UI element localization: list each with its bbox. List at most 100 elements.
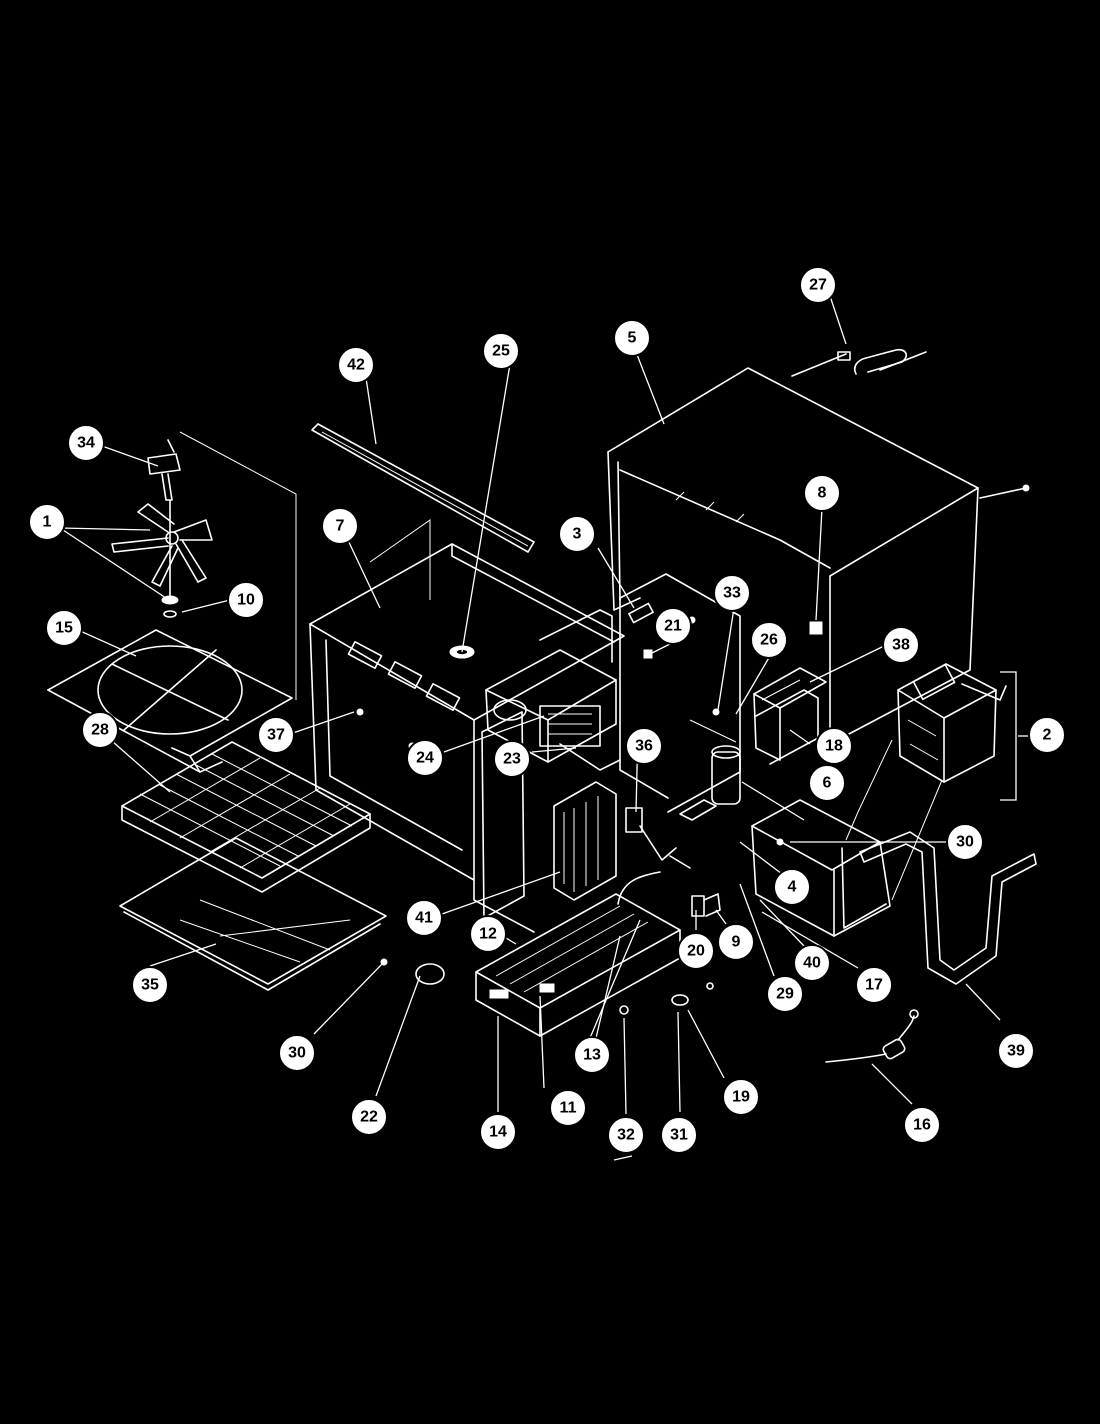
part-outer-cabinet: [607, 367, 1030, 745]
svg-text:1: 1: [43, 514, 52, 531]
svg-text:24: 24: [416, 750, 434, 767]
svg-text:18: 18: [825, 738, 843, 755]
svg-text:29: 29: [776, 986, 794, 1003]
callout-34: 34: [67, 424, 105, 462]
svg-text:25: 25: [492, 343, 510, 360]
callout-13: 13: [573, 1036, 611, 1074]
svg-text:37: 37: [267, 727, 285, 744]
svg-text:9: 9: [732, 934, 741, 951]
svg-text:30: 30: [288, 1045, 306, 1062]
callouts: 1 2 3 4 5 6 7 8 9 10 11 12 13 14 15 16 1…: [28, 266, 1066, 1154]
callout-6: 6: [808, 764, 846, 802]
callout-30-right: 30: [946, 823, 984, 861]
callout-10: 10: [227, 581, 265, 619]
part-transformer: [897, 663, 1007, 783]
svg-text:36: 36: [635, 738, 653, 755]
part-capacitor: [679, 745, 741, 821]
part-bracket: [481, 711, 691, 919]
callout-23: 23: [493, 740, 531, 778]
callout-3: 3: [558, 515, 596, 553]
svg-text:35: 35: [141, 977, 159, 994]
svg-text:34: 34: [77, 435, 95, 452]
svg-text:12: 12: [479, 926, 497, 943]
callout-35: 35: [131, 966, 169, 1004]
svg-text:19: 19: [732, 1089, 750, 1106]
svg-text:27: 27: [809, 277, 827, 294]
svg-text:2: 2: [1043, 727, 1052, 744]
part-oven-tray: [119, 837, 387, 991]
part-rear-panel: [47, 629, 293, 773]
svg-text:6: 6: [823, 775, 832, 792]
callout-37: 37: [257, 716, 295, 754]
part-housing: [751, 739, 943, 937]
svg-text:33: 33: [723, 585, 741, 602]
leader-lines: [59, 295, 1034, 1161]
callout-42: 42: [337, 346, 375, 384]
callout-25: 25: [482, 332, 520, 370]
callout-9: 9: [717, 923, 755, 961]
svg-text:13: 13: [583, 1047, 601, 1064]
part-control-panel: [619, 573, 741, 813]
callout-20: 20: [677, 932, 715, 970]
part-base-tray: [475, 871, 681, 1037]
svg-text:42: 42: [347, 357, 365, 374]
callout-22: 22: [350, 1098, 388, 1136]
svg-text:39: 39: [1007, 1043, 1025, 1060]
svg-text:3: 3: [573, 526, 582, 543]
callout-4: 4: [773, 868, 811, 906]
svg-text:41: 41: [415, 910, 433, 927]
callout-24: 24: [406, 739, 444, 777]
svg-text:26: 26: [760, 632, 778, 649]
parts-linework: [47, 348, 1037, 1063]
svg-text:16: 16: [913, 1117, 931, 1134]
callout-33: 33: [713, 574, 751, 612]
callout-39: 39: [997, 1032, 1035, 1070]
callout-32: 32: [607, 1116, 645, 1154]
callout-28: 28: [81, 711, 119, 749]
part-fan-assembly: [111, 431, 297, 700]
callout-16: 16: [903, 1106, 941, 1144]
callout-5: 5: [613, 319, 651, 357]
callout-26: 26: [750, 621, 788, 659]
svg-text:11: 11: [560, 1100, 577, 1117]
svg-text:8: 8: [818, 485, 827, 502]
callout-7: 7: [321, 507, 359, 545]
callout-31: 31: [660, 1116, 698, 1154]
svg-text:17: 17: [865, 977, 883, 994]
callout-2: 2: [1028, 716, 1066, 754]
svg-text:15: 15: [55, 620, 73, 637]
part-hose: [859, 831, 1037, 985]
part-top-strip: [311, 423, 535, 553]
part-small-hardware: [380, 838, 784, 1015]
svg-text:31: 31: [670, 1127, 688, 1144]
callout-11: 11: [549, 1089, 587, 1127]
callout-14: 14: [479, 1113, 517, 1151]
part-oven-cavity: [309, 519, 625, 933]
callout-1: 1: [28, 503, 66, 541]
callout-21: 21: [654, 607, 692, 645]
svg-text:40: 40: [803, 955, 821, 972]
callout-19: 19: [722, 1078, 760, 1116]
callout-40: 40: [793, 944, 831, 982]
svg-text:7: 7: [336, 518, 345, 535]
callout-41: 41: [405, 899, 443, 937]
callout-36: 36: [625, 727, 663, 765]
svg-text:5: 5: [628, 330, 637, 347]
callout-12: 12: [469, 915, 507, 953]
callout-38: 38: [882, 626, 920, 664]
svg-text:32: 32: [617, 1127, 635, 1144]
callout-15: 15: [45, 609, 83, 647]
part-power-cord: [825, 1009, 919, 1063]
svg-text:10: 10: [237, 592, 255, 609]
svg-text:21: 21: [664, 618, 682, 635]
callout-8: 8: [803, 474, 841, 512]
part-door-seal: [753, 667, 827, 765]
svg-text:20: 20: [687, 943, 705, 960]
svg-text:22: 22: [360, 1109, 378, 1126]
svg-text:4: 4: [788, 879, 797, 896]
callout-29: 29: [766, 975, 804, 1013]
svg-text:30: 30: [956, 834, 974, 851]
part-oven-rack: [121, 741, 371, 893]
callout-30-left: 30: [278, 1034, 316, 1072]
